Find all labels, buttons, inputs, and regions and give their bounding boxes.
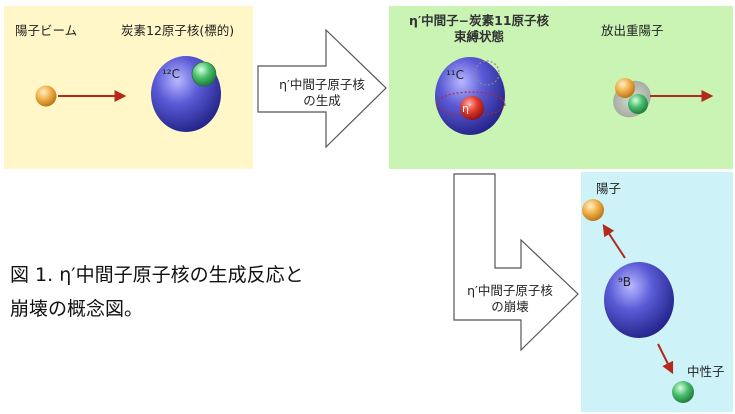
bound-state-title-line-1: η′中間子−炭素11原子核 <box>408 13 550 28</box>
vacancy-dashed-circle <box>474 60 500 86</box>
boron-9-symbol: ⁹B <box>618 275 632 289</box>
figure-caption: 図 1. η′中間子原子核の生成反応と 崩壊の概念図。 <box>10 258 304 326</box>
caption-line-2: 崩壊の概念図。 <box>10 298 144 320</box>
caption-line-1: 図 1. η′中間子原子核の生成反応と <box>10 264 304 286</box>
bound-orbit-dashed <box>436 91 506 117</box>
carbon-11-nucleus <box>435 57 505 135</box>
emitted-neutron <box>672 381 694 403</box>
eta-prime-symbol: η′ <box>462 102 472 115</box>
bound-state-title-line-2: 束縛状態 <box>453 29 504 44</box>
neutron-label: 中性子 <box>687 364 725 379</box>
process-arrow-decay <box>453 173 579 352</box>
eta-prime-meson <box>460 96 484 120</box>
decay-arrow-line-1: η′中間子原子核 <box>467 283 553 298</box>
proton-beam-label: 陽子ビーム <box>15 23 78 38</box>
production-arrow-text: η′中間子原子核 の生成 <box>262 77 382 109</box>
production-arrow-line-1: η′中間子原子核 <box>279 77 365 92</box>
carbon-11-symbol: ¹¹C <box>446 68 464 82</box>
decay-arrow-line-2: の崩壊 <box>491 299 529 314</box>
boron-9-nucleus <box>604 262 674 338</box>
bound-state-title: η′中間子−炭素11原子核 束縛状態 <box>389 13 569 45</box>
proton-label: 陽子 <box>596 181 622 196</box>
carbon-12-symbol: ¹²C <box>162 67 180 81</box>
neutron-emission-arrow <box>657 343 674 375</box>
emitted-deuteron-label: 放出重陽子 <box>601 23 664 38</box>
incoming-proton <box>35 85 57 107</box>
emitted-deuteron-proton <box>615 78 635 98</box>
target-label: 炭素12原子核(標的) <box>121 23 235 38</box>
target-neutron <box>191 61 217 87</box>
proton-emission-arrow <box>602 223 626 259</box>
production-arrow-line-2: の生成 <box>303 93 341 108</box>
decay-arrow-text: η′中間子原子核 の崩壊 <box>456 283 564 315</box>
emitted-proton <box>582 199 604 221</box>
emitted-deuteron-neutron <box>628 94 648 114</box>
process-arrow-production <box>257 28 387 149</box>
